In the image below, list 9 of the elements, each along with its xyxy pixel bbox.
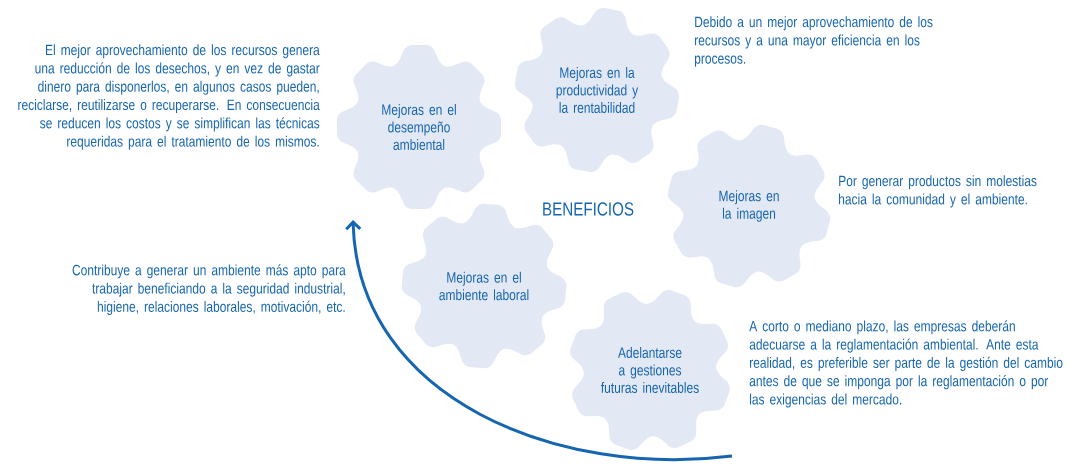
gear: Mejoras en el desempeño ambiental bbox=[337, 45, 501, 209]
gear: Mejoras en la imagen bbox=[667, 124, 831, 288]
description-text: Debido a un mejor aprovechamiento de los recursos y a una mayor eficiencia en los procesos. bbox=[695, 16, 933, 67]
description-text: Por generar productos sin molestias hacia la comunidad y el ambiente. bbox=[839, 175, 1037, 208]
description-text: El mejor aprovechamiento de los recursos genera una reducción de los desechos, y en vez de gastar dinero para disponerlos, en algunos casos pueden, reciclarse, reutilizarse o recuperarse. En consecuencia se reducen los costos y se simplifican las técnicas requeridas para el tratamiento de los mismos. bbox=[18, 44, 320, 150]
gear: Mejoras en la productividad y la rentabilidad bbox=[514, 7, 680, 173]
description-text: A corto o mediano plazo, las empresas deberán adecuarse a la reglamentación ambiental. Ante esta realidad, es preferible ser parte de la gestión del cambio antes de que se imponga por la reglamentación o por las exigencias del mercado. bbox=[749, 320, 1063, 408]
description-text: Contribuye a generar un ambiente más apto para trabajar beneficiando a la seguridad industrial, higiene, relaciones laborales, motivación, etc. bbox=[72, 264, 346, 315]
gear: Adelantarse a gestiones futuras inevitables bbox=[570, 290, 730, 450]
